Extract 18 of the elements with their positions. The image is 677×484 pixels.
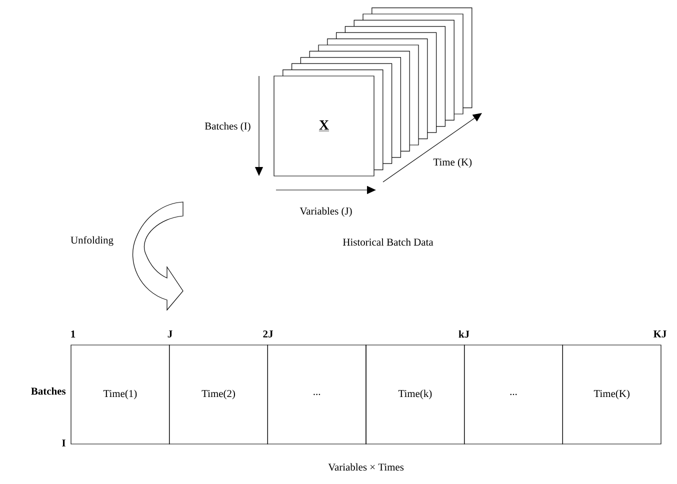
caption: Historical Batch Data bbox=[343, 238, 434, 246]
axis-label: Variables (J) bbox=[300, 207, 352, 217]
step-label: Unfolding bbox=[70, 236, 114, 246]
column-index: J bbox=[168, 330, 172, 338]
row-index: I bbox=[62, 440, 66, 446]
matrix-box: X bbox=[274, 76, 374, 176]
time-cell: ... bbox=[464, 344, 563, 444]
time-cell: ... bbox=[267, 344, 366, 444]
time-cell: Time(k) bbox=[366, 344, 465, 444]
column-index: KJ bbox=[654, 330, 666, 338]
axis-label: Variables × Times bbox=[328, 463, 404, 471]
time-cell: Time(2) bbox=[169, 344, 268, 444]
time-cell: Time(K) bbox=[562, 344, 662, 444]
time-cell: Time(1) bbox=[70, 344, 170, 444]
axis-label: Batches (I) bbox=[204, 122, 250, 132]
column-index: kJ bbox=[458, 330, 470, 338]
column-index: 2J bbox=[263, 330, 273, 338]
axis-label: Time (K) bbox=[433, 158, 472, 168]
